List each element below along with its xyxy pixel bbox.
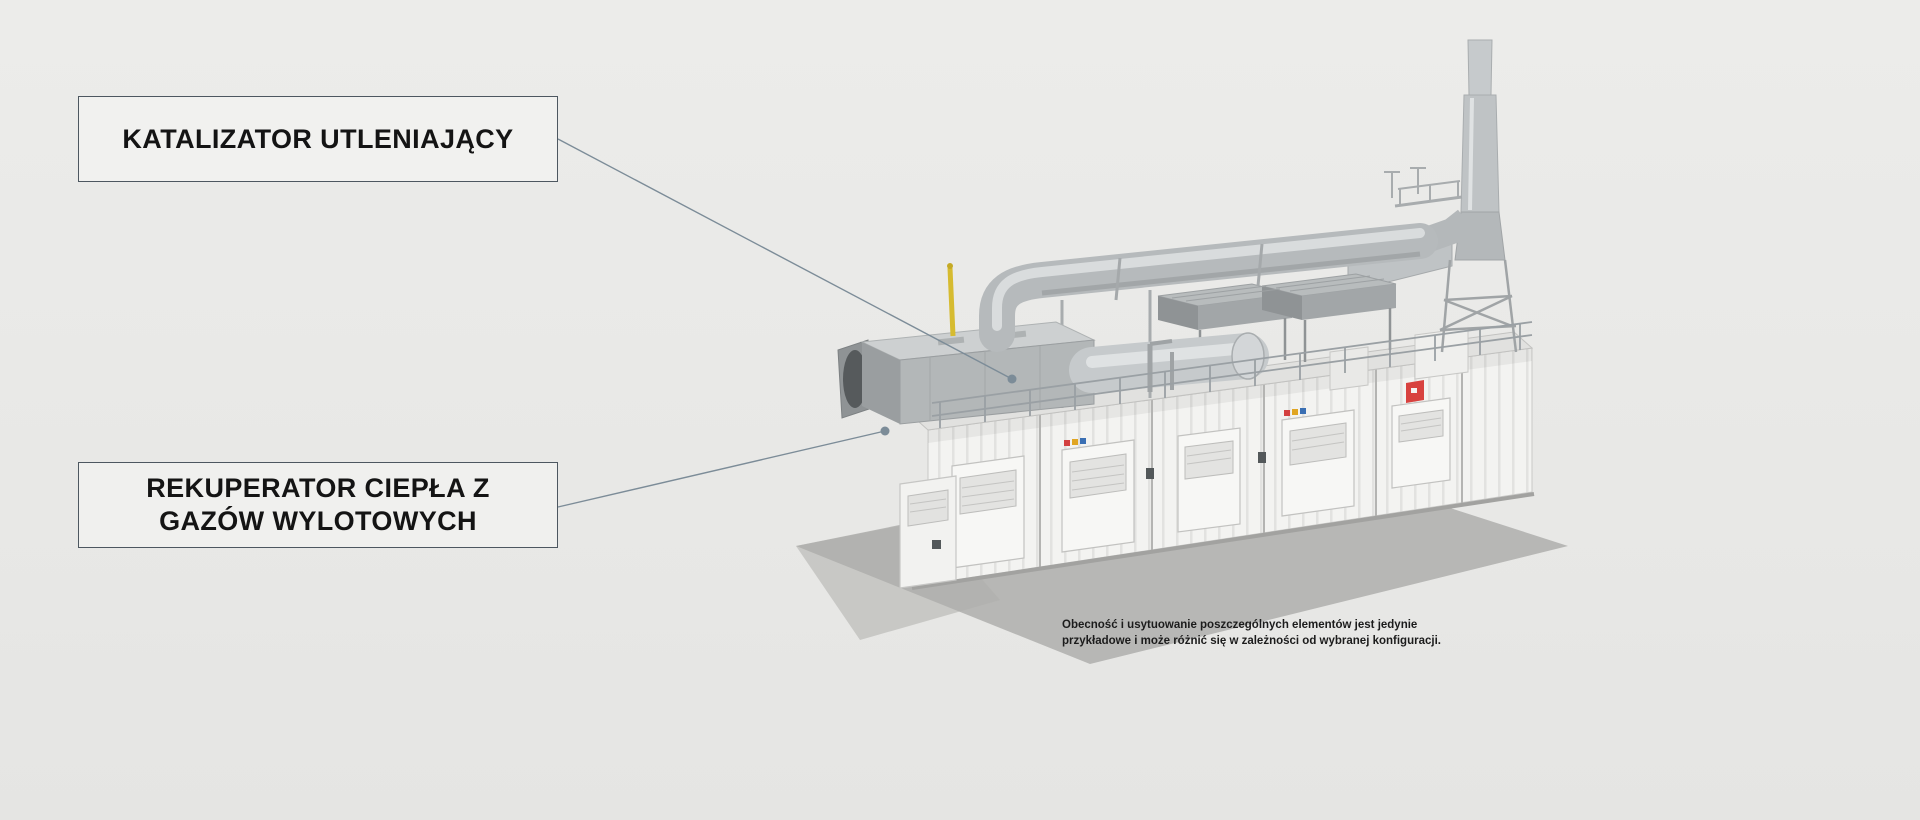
- callout-exhaust-heat-recuperator: REKUPERATOR CIEPŁA Z GAZÓW WYLOTOWYCH: [78, 462, 558, 548]
- exhaust-pipe: [979, 223, 1438, 352]
- base-skid: [911, 492, 1535, 590]
- leader-line-2: [557, 430, 886, 508]
- front-cabinet: [899, 475, 957, 589]
- roofline-shading: [928, 348, 1532, 443]
- catalyst-duct-inlet: [843, 350, 867, 408]
- callout-oxidation-catalyst-text: KATALIZATOR UTLENIAJĄCY: [122, 123, 513, 156]
- leader-line-1: [557, 138, 1013, 380]
- container-module-row: [911, 347, 1535, 590]
- anchor-dot-2: [880, 426, 890, 436]
- callout-label-line: REKUPERATOR CIEPŁA Z: [146, 473, 490, 504]
- yellow-marker-pole: [947, 263, 956, 337]
- callout-label-line: KATALIZATOR UTLENIAJĄCY: [122, 123, 514, 154]
- disclaimer-line: przykładowe i może różnić się w zależnoś…: [1062, 634, 1441, 647]
- heat-exchanger-bank: [1157, 273, 1397, 372]
- anchor-dot-1: [1007, 374, 1017, 384]
- deck-railing: [931, 321, 1533, 428]
- disclaimer: Obecność i usytuowanie poszczególnych el…: [1062, 618, 1441, 649]
- leader-lines: [557, 138, 1017, 508]
- module-doors: [951, 397, 1451, 569]
- exhaust-stack: [1454, 39, 1506, 261]
- exhaust-silencer: [1069, 332, 1269, 393]
- callout-label-line: GAZÓW WYLOTOWYCH: [159, 506, 477, 536]
- callout-exhaust-heat-recuperator-text: REKUPERATOR CIEPŁA Z GAZÓW WYLOTOWYCH: [146, 472, 490, 538]
- disclaimer-line: Obecność i usytuowanie poszczególnych el…: [1062, 619, 1418, 631]
- callout-oxidation-catalyst: KATALIZATOR UTLENIAJĄCY: [78, 96, 558, 182]
- brand-logo: [1406, 380, 1424, 403]
- safety-stickers: [1064, 408, 1306, 479]
- stack-platform: [1384, 167, 1463, 208]
